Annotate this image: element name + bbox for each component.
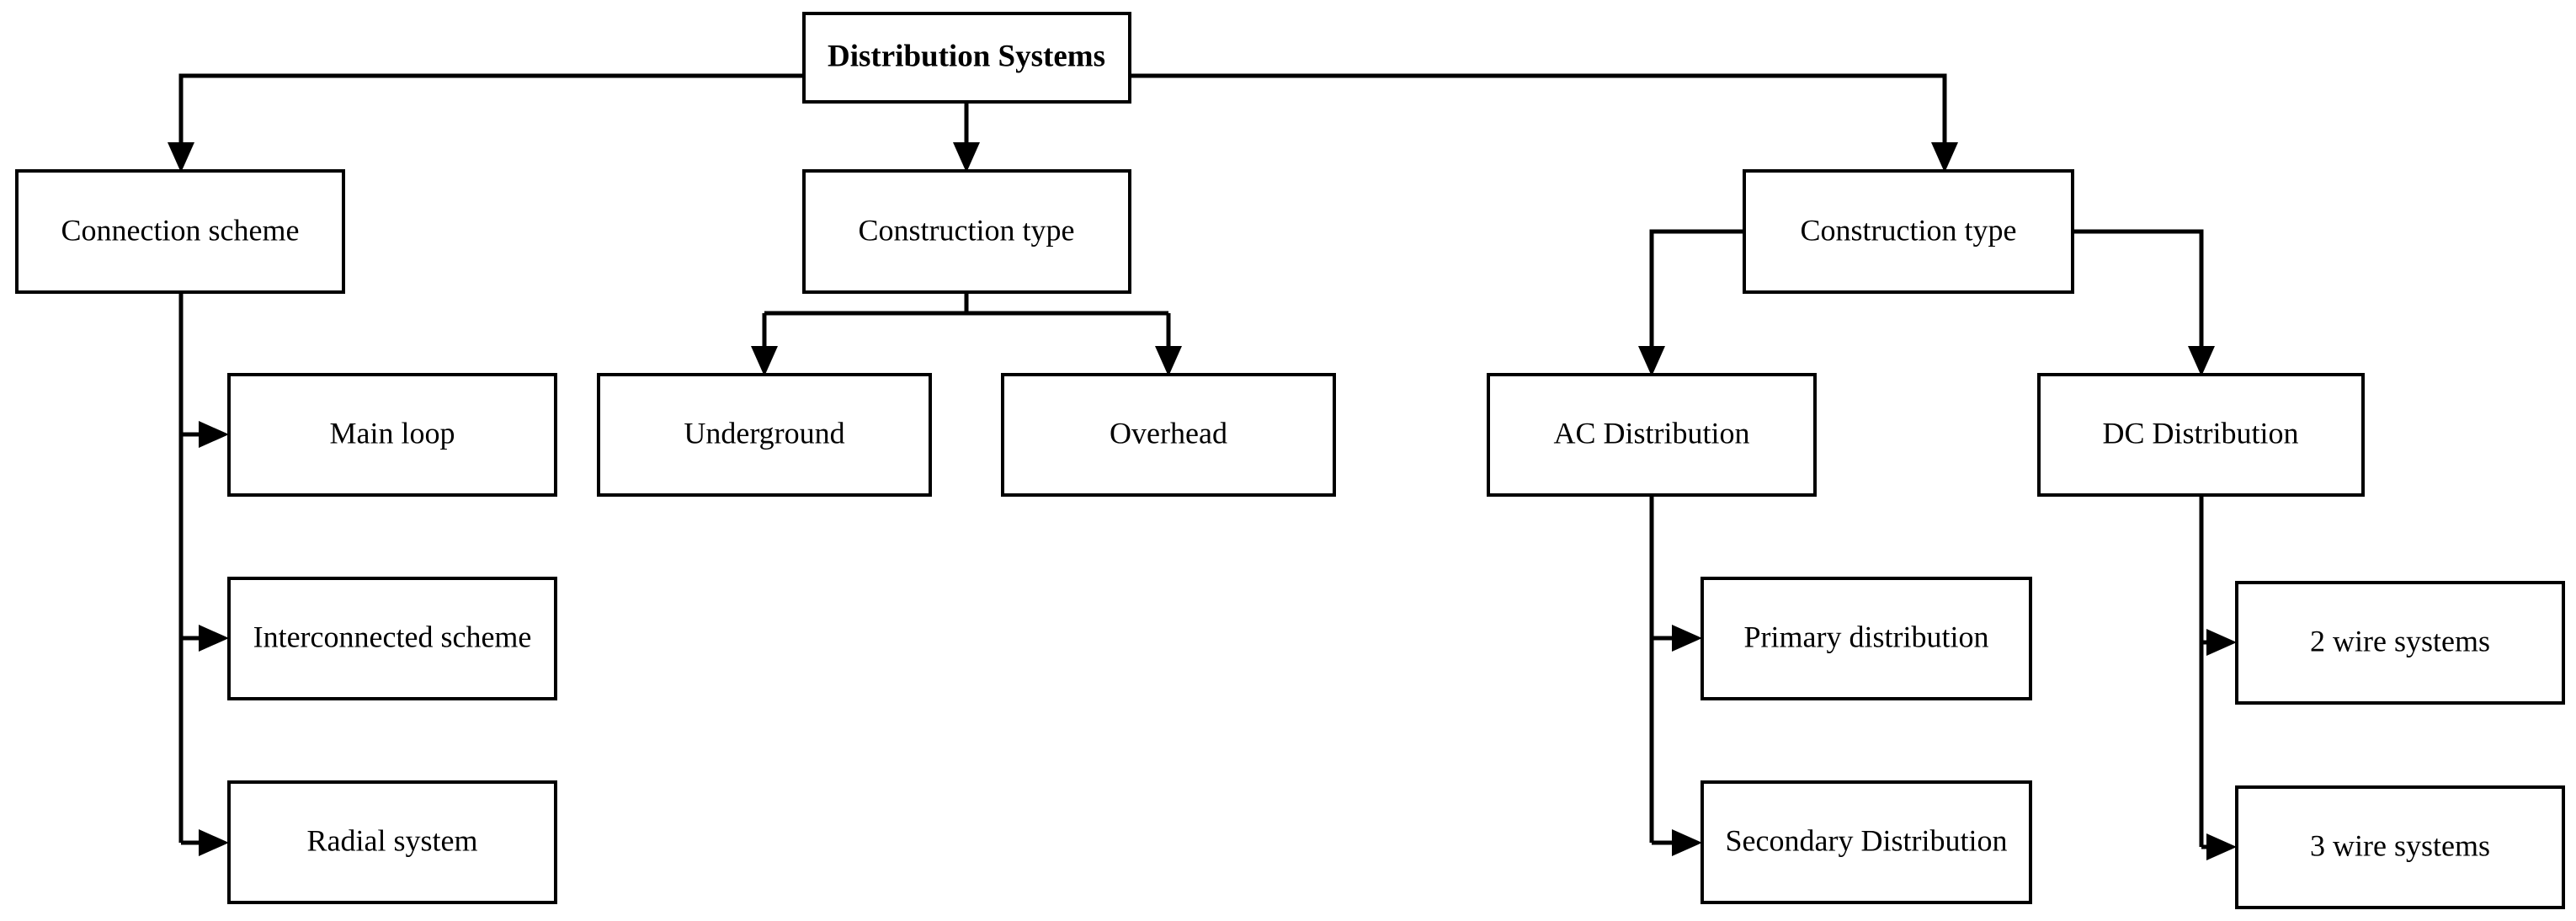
node-ac-distribution[interactable]: AC Distribution bbox=[1487, 373, 1817, 497]
node-secondary-distribution[interactable]: Secondary Distribution bbox=[1700, 780, 2032, 904]
node-label-connection-scheme: Connection scheme bbox=[61, 213, 300, 247]
edge-construction-type-right-to-dc bbox=[2073, 229, 2204, 360]
arrowhead-dc-distribution bbox=[2188, 346, 2215, 376]
arrowhead-secondary-distribution bbox=[1672, 829, 1702, 856]
node-label-two-wire-systems: 2 wire systems bbox=[2310, 624, 2490, 657]
arrowhead-radial-system bbox=[199, 829, 229, 856]
node-overhead[interactable]: Overhead bbox=[1001, 373, 1336, 497]
node-layer: Distribution Systems Connection scheme C… bbox=[15, 12, 2565, 909]
connector-layer bbox=[168, 73, 2237, 860]
node-label-secondary-distribution: Secondary Distribution bbox=[1726, 823, 2008, 857]
arrowhead-interconnected-scheme bbox=[199, 625, 229, 652]
node-distribution-systems[interactable]: Distribution Systems bbox=[802, 12, 1131, 104]
edge-construction-type-right-to-ac bbox=[1649, 229, 1744, 360]
node-construction-type-middle[interactable]: Construction type bbox=[802, 169, 1131, 294]
node-label-primary-distribution: Primary distribution bbox=[1744, 620, 1989, 653]
arrowhead-construction-type-right bbox=[1931, 142, 1958, 173]
arrowhead-three-wire-systems bbox=[2206, 833, 2237, 860]
node-label-radial-system: Radial system bbox=[307, 823, 478, 857]
node-label-ac-distribution: AC Distribution bbox=[1553, 416, 1749, 450]
node-label-interconnected-scheme: Interconnected scheme bbox=[253, 620, 532, 653]
node-label-overhead: Overhead bbox=[1110, 416, 1227, 450]
edge-root-to-construction-type-right bbox=[1130, 73, 1947, 157]
node-construction-type-right[interactable]: Construction type bbox=[1743, 169, 2074, 294]
node-underground[interactable]: Underground bbox=[597, 373, 932, 497]
node-label-main-loop: Main loop bbox=[330, 416, 455, 450]
node-label-three-wire-systems: 3 wire systems bbox=[2310, 828, 2490, 862]
node-label-construction-type-right: Construction type bbox=[1801, 213, 2017, 247]
node-interconnected-scheme[interactable]: Interconnected scheme bbox=[227, 577, 557, 700]
arrowhead-construction-type-middle bbox=[953, 142, 980, 173]
arrowhead-two-wire-systems bbox=[2206, 629, 2237, 656]
arrowhead-overhead bbox=[1155, 346, 1182, 376]
arrowhead-underground bbox=[751, 346, 778, 376]
arrowhead-connection-scheme bbox=[168, 142, 194, 173]
node-two-wire-systems[interactable]: 2 wire systems bbox=[2235, 581, 2565, 705]
arrowhead-main-loop bbox=[199, 421, 229, 448]
node-label-construction-type-middle: Construction type bbox=[859, 213, 1075, 247]
node-primary-distribution[interactable]: Primary distribution bbox=[1700, 577, 2032, 700]
node-label-dc-distribution: DC Distribution bbox=[2102, 416, 2298, 450]
arrowhead-primary-distribution bbox=[1672, 625, 1702, 652]
node-connection-scheme[interactable]: Connection scheme bbox=[15, 169, 345, 294]
node-label-underground: Underground bbox=[684, 416, 844, 450]
arrowhead-ac-distribution bbox=[1638, 346, 1665, 376]
node-three-wire-systems[interactable]: 3 wire systems bbox=[2235, 785, 2565, 909]
edge-root-to-connection-scheme bbox=[178, 73, 804, 157]
node-label-distribution-systems: Distribution Systems bbox=[828, 39, 1105, 73]
node-dc-distribution[interactable]: DC Distribution bbox=[2037, 373, 2365, 497]
node-main-loop[interactable]: Main loop bbox=[227, 373, 557, 497]
node-radial-system[interactable]: Radial system bbox=[227, 780, 557, 904]
